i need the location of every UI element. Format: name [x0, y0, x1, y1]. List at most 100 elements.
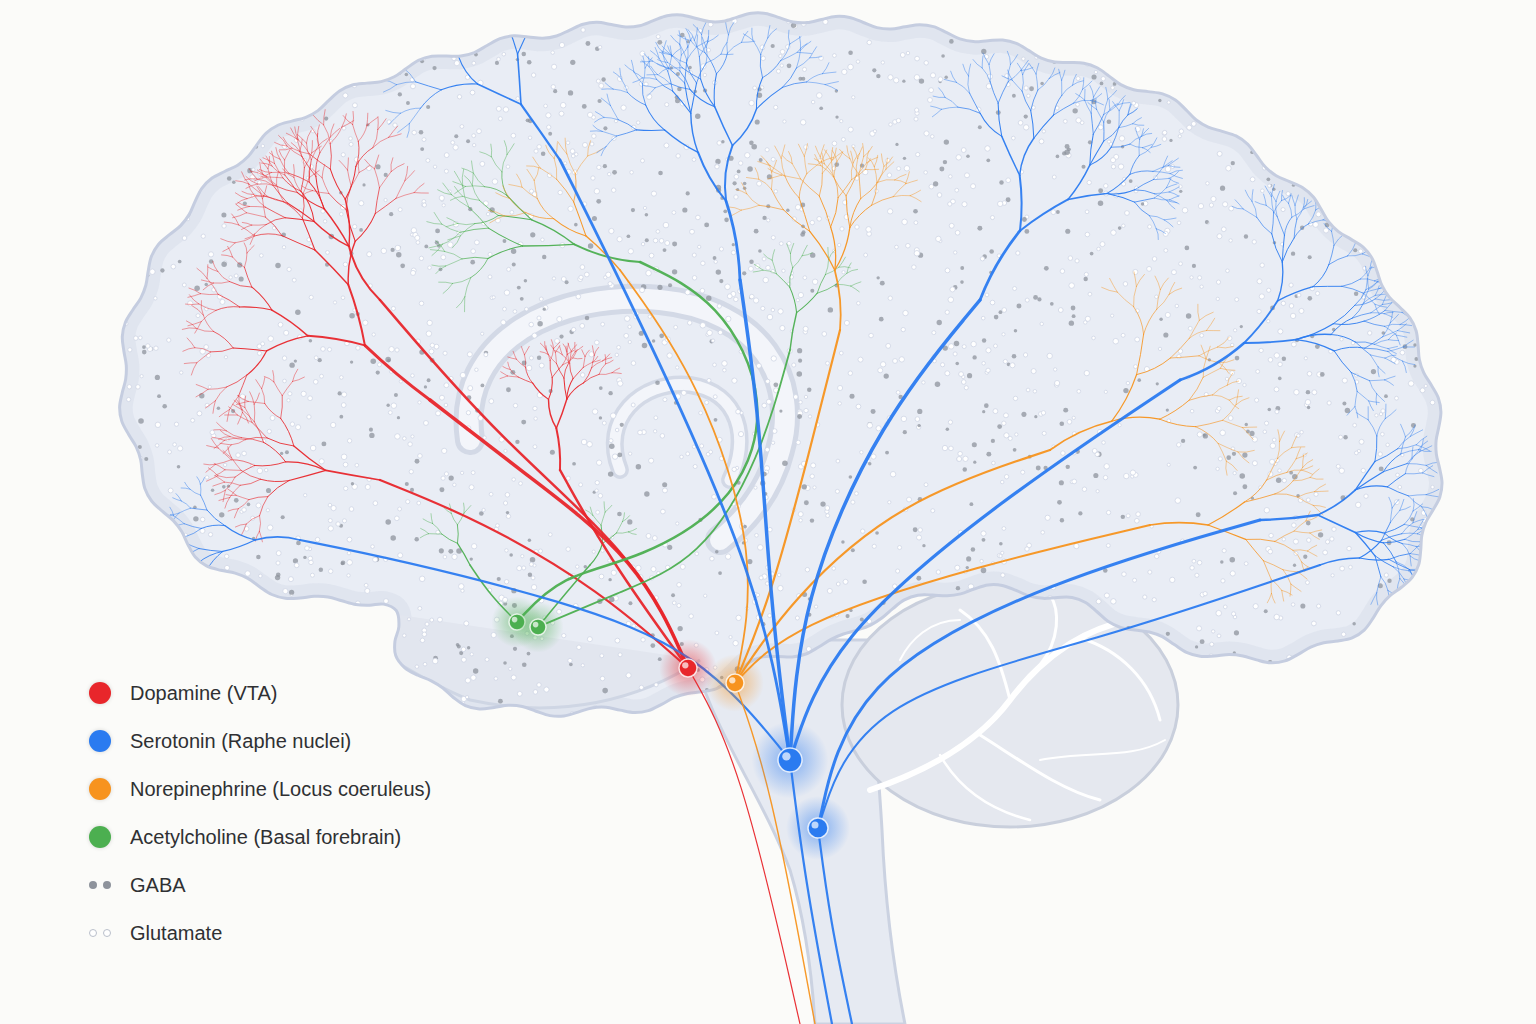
gaba-dot	[1315, 686, 1320, 691]
gaba-dot	[384, 173, 388, 177]
gaba-dot	[603, 164, 607, 168]
glutamate-dot	[887, 209, 892, 214]
gaba-dot	[169, 611, 173, 615]
gaba-dot	[1215, 92, 1220, 97]
glutamate-dot	[533, 690, 538, 695]
gaba-dot	[1141, 202, 1144, 205]
gaba-dot	[1220, 186, 1225, 191]
glutamate-dot	[1306, 498, 1310, 502]
gaba-dot	[917, 424, 920, 427]
gaba-dot	[1278, 377, 1282, 381]
glutamate-dot	[994, 344, 998, 348]
glutamate-dot	[749, 294, 754, 299]
glutamate-dot	[615, 638, 620, 643]
glutamate-dot	[223, 463, 226, 466]
gaba-dot	[1268, 408, 1272, 412]
gaba-dot	[193, 516, 198, 521]
glutamate-dot	[1085, 232, 1090, 237]
glutamate-dot	[444, 383, 449, 388]
gaba-dot	[981, 49, 986, 54]
gaba-dot	[303, 556, 306, 559]
glutamate-dot	[756, 593, 760, 597]
glutamate-dot	[290, 101, 295, 106]
glutamate-dot	[1288, 79, 1292, 83]
glutamate-dot	[843, 579, 848, 584]
glutamate-dot	[1388, 220, 1393, 225]
gaba-dot	[982, 338, 986, 342]
gaba-dot	[1203, 433, 1208, 438]
glutamate-dot	[1307, 650, 1311, 654]
glutamate-dot	[503, 107, 508, 112]
gaba-dot	[283, 42, 288, 47]
gaba-dot	[704, 222, 709, 227]
glutamate-dot	[1244, 20, 1248, 24]
glutamate-dot	[259, 574, 263, 578]
glutamate-dot	[307, 415, 311, 419]
glutamate-dot	[1278, 329, 1283, 334]
glutamate-dot	[722, 361, 727, 366]
glutamate-dot	[1047, 353, 1052, 358]
glutamate-dot	[1126, 381, 1129, 384]
glutamate-dot	[338, 56, 343, 61]
gaba-dot	[256, 555, 260, 559]
glutamate-dot	[411, 374, 415, 378]
glutamate-dot	[1235, 670, 1240, 675]
gaba-dot	[1293, 564, 1296, 567]
glutamate-dot	[888, 75, 893, 80]
glutamate-dot	[406, 500, 410, 504]
gaba-dot	[835, 115, 838, 118]
glutamate-dot	[1167, 16, 1172, 21]
glutamate-dot	[314, 356, 318, 360]
gaba-dot	[802, 484, 807, 489]
glutamate-dot	[692, 253, 696, 257]
gaba-dot	[724, 218, 729, 223]
glutamate-dot	[838, 243, 841, 246]
glutamate-dot	[1353, 423, 1357, 427]
glutamate-dot	[848, 64, 854, 70]
glutamate-dot	[602, 421, 606, 425]
gaba-dot	[1431, 655, 1435, 659]
gaba-dot	[1432, 294, 1437, 299]
glutamate-dot	[453, 145, 458, 150]
gaba-dot	[524, 279, 527, 282]
glutamate-dot	[600, 676, 605, 681]
gaba-dot	[359, 228, 363, 232]
glutamate-dot	[766, 265, 771, 270]
glutamate-dot	[1393, 628, 1397, 632]
glutamate-dot	[138, 336, 142, 340]
glutamate-dot	[1041, 411, 1045, 415]
glutamate-dot	[310, 573, 314, 577]
glutamate-dot	[840, 120, 843, 123]
glutamate-dot	[836, 582, 840, 586]
glutamate-dot	[235, 24, 239, 28]
glutamate-dot	[1111, 86, 1115, 90]
gaba-dot	[406, 101, 410, 105]
glutamate-dot	[598, 45, 601, 48]
glutamate-dot	[268, 336, 274, 342]
gaba-dot	[1413, 343, 1416, 346]
gaba-dot	[568, 90, 573, 95]
glutamate-dot	[1291, 342, 1296, 347]
glutamate-dot	[1084, 272, 1088, 276]
glutamate-dot	[1267, 319, 1270, 322]
gaba-dot	[1166, 632, 1170, 636]
gaba-dot	[405, 73, 409, 77]
glutamate-dot	[665, 241, 670, 246]
glutamate-dot	[363, 320, 368, 325]
gaba-dot	[1234, 630, 1239, 635]
gaba-dot	[1242, 484, 1247, 489]
glutamate-dot	[1000, 480, 1003, 483]
gaba-dot	[1205, 71, 1209, 75]
glutamate-dot	[1398, 56, 1402, 60]
gaba-dot	[243, 201, 247, 205]
glutamate-dot	[630, 171, 634, 175]
glutamate-dot	[733, 640, 738, 645]
glutamate-dot	[692, 158, 696, 162]
glutamate-dot	[748, 266, 753, 271]
gaba-dot	[1308, 255, 1312, 259]
gaba-dot	[183, 662, 188, 667]
glutamate-dot	[433, 165, 436, 168]
glutamate-dot	[855, 492, 859, 496]
glutamate-dot	[1353, 224, 1357, 228]
gaba-dot	[1098, 188, 1103, 193]
